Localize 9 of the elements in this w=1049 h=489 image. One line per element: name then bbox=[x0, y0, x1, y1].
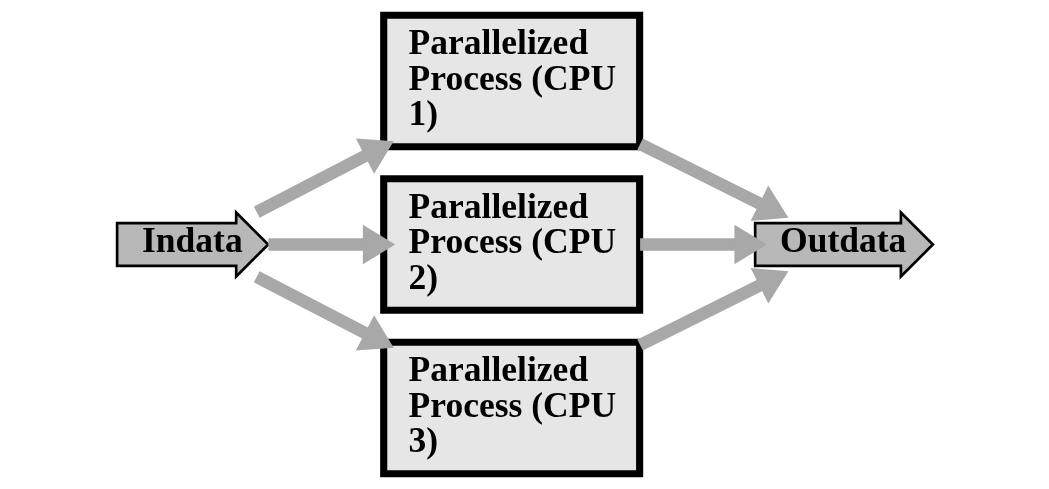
arrow bbox=[253, 271, 394, 351]
node-box: Parallelized Process (CPU 1) bbox=[379, 11, 643, 151]
node-box: Parallelized Process (CPU 3) bbox=[379, 338, 643, 478]
arrow bbox=[636, 267, 788, 351]
arrow bbox=[636, 138, 788, 222]
arrow bbox=[267, 224, 395, 265]
node-box: Parallelized Process (CPU 2) bbox=[379, 175, 643, 314]
arrow bbox=[253, 138, 394, 218]
arrow bbox=[639, 224, 767, 265]
